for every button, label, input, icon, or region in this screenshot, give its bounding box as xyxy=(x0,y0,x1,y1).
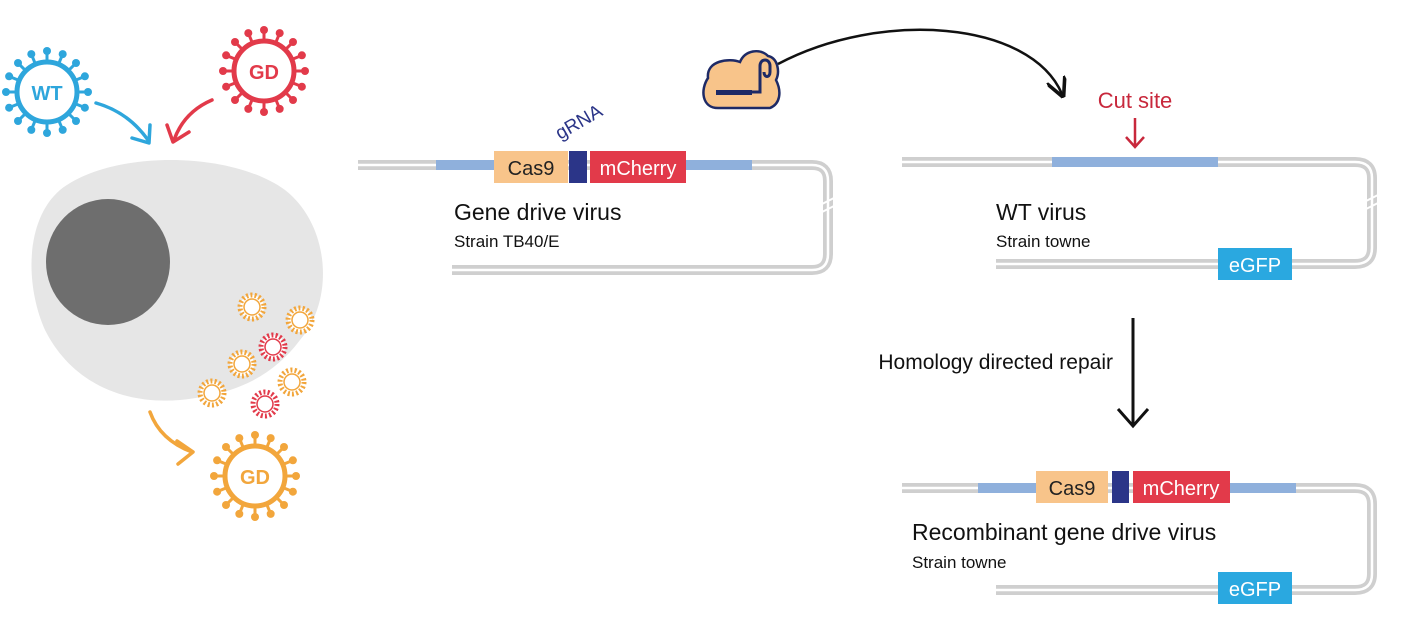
gd-entry-arrow xyxy=(172,98,214,142)
recombinant-cas9-gene xyxy=(1036,471,1108,503)
cas9-grna-complex-icon xyxy=(702,49,781,110)
repair-arrow xyxy=(1116,318,1150,429)
target-homology-region xyxy=(1052,157,1218,167)
wt-genome: Cut site WT virus Strain towne eGFP xyxy=(902,88,1381,280)
gene-drive-genome: Cas9 gRNA mCherry Gene drive virus Strai… xyxy=(358,101,837,275)
mcherry-gene xyxy=(590,151,686,183)
recombinant-egfp-gene xyxy=(1218,572,1292,604)
cas9-targeting-arrow xyxy=(777,28,1062,94)
cas9-gene-label: Cas9 xyxy=(508,158,555,180)
grna-gene xyxy=(569,151,587,183)
egfp-gene-label: eGFP xyxy=(1229,255,1281,277)
wt-virus-name: WT virus xyxy=(996,199,1086,225)
infection-panel: WT GD GD xyxy=(2,26,323,521)
mcherry-gene-label: mCherry xyxy=(600,158,677,180)
repair-step: Homology directed repair xyxy=(878,318,1150,429)
wt-virus-icon: WT xyxy=(2,47,92,137)
recombinant-egfp-label: eGFP xyxy=(1229,579,1281,601)
wt-entry-arrow xyxy=(94,101,150,142)
egfp-gene xyxy=(1218,248,1292,280)
recombinant-mcherry-gene xyxy=(1133,471,1230,503)
recombinant-cas9-label: Cas9 xyxy=(1049,478,1096,500)
grna-gene-label: gRNA xyxy=(552,101,607,145)
repair-label: Homology directed repair xyxy=(878,351,1113,374)
gd-virus-icon: GD xyxy=(219,26,309,116)
progeny-gd-virus-icon: GD xyxy=(210,431,300,521)
progeny-virions xyxy=(197,292,315,419)
recombinant-virus-name: Recombinant gene drive virus xyxy=(912,519,1216,545)
cut-site-label: Cut site xyxy=(1098,88,1173,113)
recombinant-genome: Cas9 mCherry Recombinant gene drive viru… xyxy=(902,471,1377,604)
wt-virus-label: WT xyxy=(31,83,62,105)
recombinant-virus-strain: Strain towne xyxy=(912,553,1007,572)
cut-site-arrow xyxy=(1125,118,1145,149)
gd-virus-label: GD xyxy=(249,62,279,84)
recombinant-mcherry-label: mCherry xyxy=(1143,478,1220,500)
cell-nucleus xyxy=(46,199,170,325)
wt-virus-strain: Strain towne xyxy=(996,232,1091,251)
gene-drive-virus-name: Gene drive virus xyxy=(454,199,621,225)
cas9-gene xyxy=(494,151,568,183)
gene-drive-virus-strain: Strain TB40/E xyxy=(454,232,560,251)
progeny-gd-virus-label: GD xyxy=(240,467,270,489)
recombinant-grna-gene xyxy=(1112,471,1129,503)
